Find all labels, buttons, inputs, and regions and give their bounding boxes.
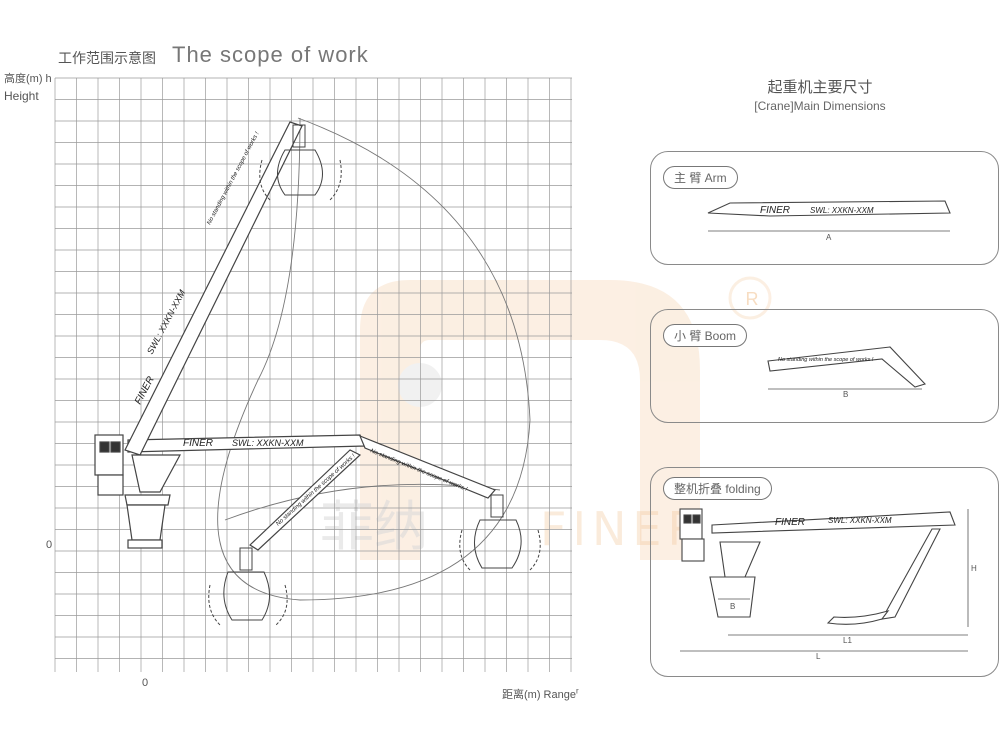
dimensions-title-cn: 起重机主要尺寸 — [767, 79, 873, 96]
y-axis-label-cn: 高度(m) h — [4, 73, 52, 85]
watermark-registered: R — [746, 289, 759, 309]
grab-left — [208, 547, 288, 626]
folding-dim-b: B — [730, 602, 735, 611]
cab-window-left — [99, 441, 110, 453]
x-axis-label: 距离(m) Ranger — [502, 686, 579, 702]
folding-pill: 整机折叠 folding — [663, 477, 772, 500]
x-axis-label-suffix: r — [575, 686, 579, 696]
y-axis-label-en: Height — [4, 89, 39, 103]
arm-pill: 主 臂 Arm — [663, 166, 738, 189]
folding-panel — [650, 467, 999, 677]
diagram-title-cn: 工作范围示意图 — [58, 50, 156, 66]
cab-base — [97, 474, 124, 496]
folding-dim-l: L — [816, 652, 821, 661]
pedestal-base — [127, 539, 163, 549]
x-axis-label-text: 距离(m) Range — [502, 689, 576, 701]
boom-panel — [650, 309, 999, 423]
y-origin-label: 0 — [46, 539, 53, 551]
folding-swl: SWL: XXKN-XXM — [828, 516, 892, 525]
slewing-ring — [124, 494, 171, 506]
grab-right — [459, 494, 541, 571]
arm-panel — [650, 151, 999, 265]
boom-down — [249, 449, 362, 551]
arm-drawing: FINER SWL: XXKN-XXM A — [707, 200, 951, 242]
king-post — [131, 454, 182, 493]
arm-raised — [124, 121, 303, 456]
dimensions-title-en: [Crane]Main Dimensions — [754, 99, 886, 113]
arm-dim-label: A — [826, 233, 832, 242]
boom-panel-warning: No standing within the scope of works ! — [778, 357, 874, 363]
folding-dim-h: H — [971, 564, 977, 573]
arm-panel-brand: FINER — [760, 205, 790, 216]
arm-panel-swl: SWL: XXKN-XXM — [810, 206, 874, 215]
boom-pill: 小 臂 Boom — [663, 324, 748, 347]
folding-drawing: FINER SWL: XXKN-XXM H L1 L B — [679, 508, 977, 661]
x-origin-label: 0 — [142, 677, 149, 689]
arm-swl-label: SWL: XXKN-XXM — [232, 438, 304, 448]
folding-dim-l1: L1 — [843, 636, 852, 645]
watermark-text-cn: 菲纳 — [320, 495, 428, 558]
watermark-text-en: FINER — [540, 502, 705, 556]
boom-dim-label: B — [843, 390, 848, 399]
boom-down-warning: No standing within the scope of works ! — [275, 453, 357, 527]
diagram-title-en: The scope of work — [172, 42, 369, 67]
crane-column — [94, 434, 182, 549]
operator-cab — [94, 434, 124, 476]
cab-window-right — [110, 441, 121, 453]
grab-top — [259, 124, 342, 201]
arm-brand-label: FINER — [183, 438, 213, 449]
outer-reach-arc — [217, 117, 531, 601]
folding-brand: FINER — [775, 517, 805, 528]
grid — [54, 77, 572, 672]
pedestal — [126, 504, 166, 541]
boom-horizontal — [358, 434, 497, 499]
boom-drawing: No standing within the scope of works ! … — [767, 346, 927, 399]
